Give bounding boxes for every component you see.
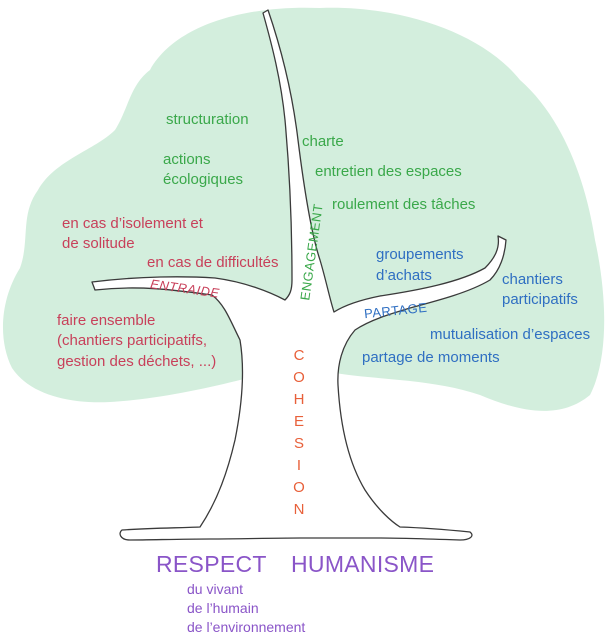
- engagement-item-charte: charte: [302, 133, 344, 150]
- partage-item-participatifs: participatifs: [502, 291, 578, 308]
- cohesion-letter: O: [293, 369, 305, 386]
- root-label-respect: RESPECT: [156, 551, 267, 577]
- engagement-item-ecologiques: écologiques: [163, 171, 244, 188]
- trunk-label-cohesion: C O H E S I O N: [291, 345, 307, 521]
- root-label-humanisme: HUMANISME: [291, 551, 435, 577]
- engagement-item-entretien: entretien des espaces: [315, 163, 462, 180]
- cohesion-letter: O: [293, 479, 305, 496]
- cohesion-letter: H: [293, 391, 305, 408]
- cohesion-letter: I: [296, 457, 302, 474]
- partage-item-mutualisation: mutualisation d’espaces: [430, 326, 591, 343]
- respect-item-environnement: de l’environnement: [187, 619, 306, 635]
- engagement-item-roulement: roulement des tâches: [332, 196, 476, 213]
- entraide-item-solitude: de solitude: [62, 235, 135, 252]
- partage-item-achats: d’achats: [376, 267, 432, 284]
- partage-item-groupements: groupements: [376, 246, 464, 263]
- respect-item-humain: de l’humain: [187, 600, 259, 616]
- entraide-item-isolement: en cas d’isolement et: [62, 215, 203, 232]
- cohesion-letter: N: [293, 501, 305, 518]
- entraide-item-chantiers: (chantiers participatifs,: [57, 332, 208, 349]
- engagement-item-structuration: structuration: [166, 111, 249, 128]
- entraide-item-faire-ensemble: faire ensemble: [57, 312, 156, 329]
- cohesion-letter: S: [293, 435, 304, 452]
- tree-trunk-outline: [91, 9, 507, 541]
- partage-item-moments: partage de moments: [362, 349, 500, 366]
- entraide-item-dechets: gestion des déchets, ...): [57, 353, 217, 370]
- cohesion-letter: C: [293, 347, 305, 364]
- cohesion-letter: E: [293, 413, 304, 430]
- respect-item-vivant: du vivant: [187, 581, 244, 597]
- entraide-item-difficultes: en cas de difficultés: [147, 254, 279, 271]
- engagement-item-actions: actions: [163, 151, 211, 168]
- partage-item-chantiers: chantiers: [502, 271, 563, 288]
